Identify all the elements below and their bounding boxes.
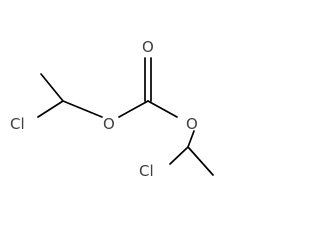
atom-cl-right: Cl	[139, 162, 154, 180]
bond-ch1-o1	[62, 100, 103, 118]
bond-o1-carbonyl	[118, 100, 149, 118]
bond-carbonyl-o2	[147, 100, 178, 118]
bond-ch2-cl2	[169, 146, 189, 165]
bond-o2-ch2	[187, 130, 195, 148]
bond-methyl1-ch1	[40, 73, 64, 102]
bond-ch1-cl1	[37, 100, 64, 118]
atom-o-carbonyl: O	[142, 38, 154, 56]
atom-cl-left: Cl	[10, 115, 25, 133]
bond-ch2-methyl2	[187, 146, 214, 176]
atom-o-ester-left: O	[103, 115, 115, 133]
structure-diagram: Cl O O O Cl	[10, 38, 214, 180]
atom-o-ester-right: O	[186, 115, 198, 133]
